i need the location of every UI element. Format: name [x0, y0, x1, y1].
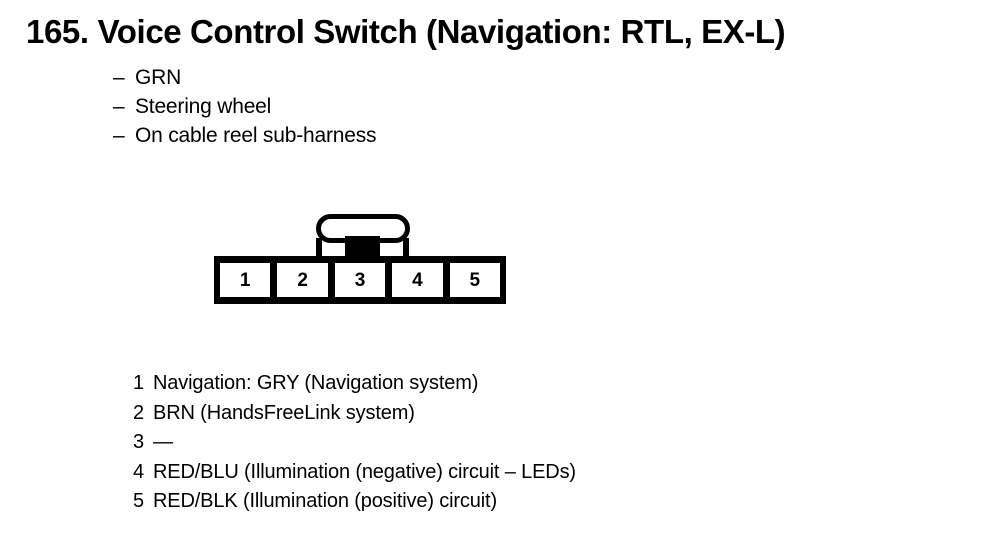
dash-icon: – [113, 95, 125, 118]
connector-latch-stem [345, 236, 380, 259]
connector-body: 1 2 3 4 5 [214, 256, 506, 304]
pin-legend-description: BRN (HandsFreeLink system) [153, 401, 415, 424]
pin-legend-number: 1 [133, 372, 144, 394]
page-title-number: 165. [26, 13, 89, 50]
note-list: –GRN –Steering wheel –On cable reel sub-… [113, 63, 377, 150]
connector-pin-cell: 2 [277, 263, 328, 297]
dash-icon: – [113, 66, 125, 89]
pin-legend-number: 4 [133, 460, 144, 483]
pin-legend-description: Navigation: GRY (Navigation system) [153, 372, 479, 394]
pin-legend-description: RED/BLK (Illumination (positive) circuit… [153, 490, 497, 512]
page-title-text: Voice Control Switch (Navigation: RTL, E… [97, 13, 786, 50]
connector-pin-cell: 3 [334, 263, 386, 297]
note-item: –GRN [113, 63, 376, 92]
pin-legend: 1 Navigation: GRY (Navigation system) 2 … [128, 369, 576, 517]
pin-legend-row: 2 BRN (HandsFreeLink system) [128, 399, 576, 429]
page-title: 165.Voice Control Switch (Navigation: RT… [26, 12, 786, 52]
connector-pin-cell: 4 [392, 263, 443, 297]
pin-legend-row: 3 — [128, 428, 576, 458]
pin-legend-description: — [153, 431, 173, 453]
connector-pin-cell: 1 [220, 263, 271, 297]
pin-legend-number: 5 [133, 490, 144, 512]
pin-legend-number: 3 [133, 431, 144, 453]
note-item-label: Steering wheel [135, 95, 272, 118]
pin-legend-row: 5 RED/BLK (Illumination (positive) circu… [128, 487, 576, 517]
pin-legend-row: 4 RED/BLU (Illumination (negative) circu… [128, 458, 576, 488]
note-item-label: GRN [135, 66, 182, 89]
pin-legend-number: 2 [133, 401, 144, 424]
connector-latch-shoulder-right [403, 238, 409, 259]
pin-legend-description: RED/BLU (Illumination (negative) circuit… [153, 460, 576, 483]
connector-diagram: 1 2 3 4 5 [214, 210, 506, 304]
note-item: –Steering wheel [113, 92, 376, 121]
pin-legend-row: 1 Navigation: GRY (Navigation system) [128, 369, 576, 399]
note-item: –On cable reel sub-harness [113, 121, 377, 150]
connector-latch-shoulder-left [316, 238, 322, 259]
connector-pin-cell: 5 [449, 263, 501, 297]
note-item-label: On cable reel sub-harness [135, 124, 377, 147]
dash-icon: – [113, 124, 125, 147]
